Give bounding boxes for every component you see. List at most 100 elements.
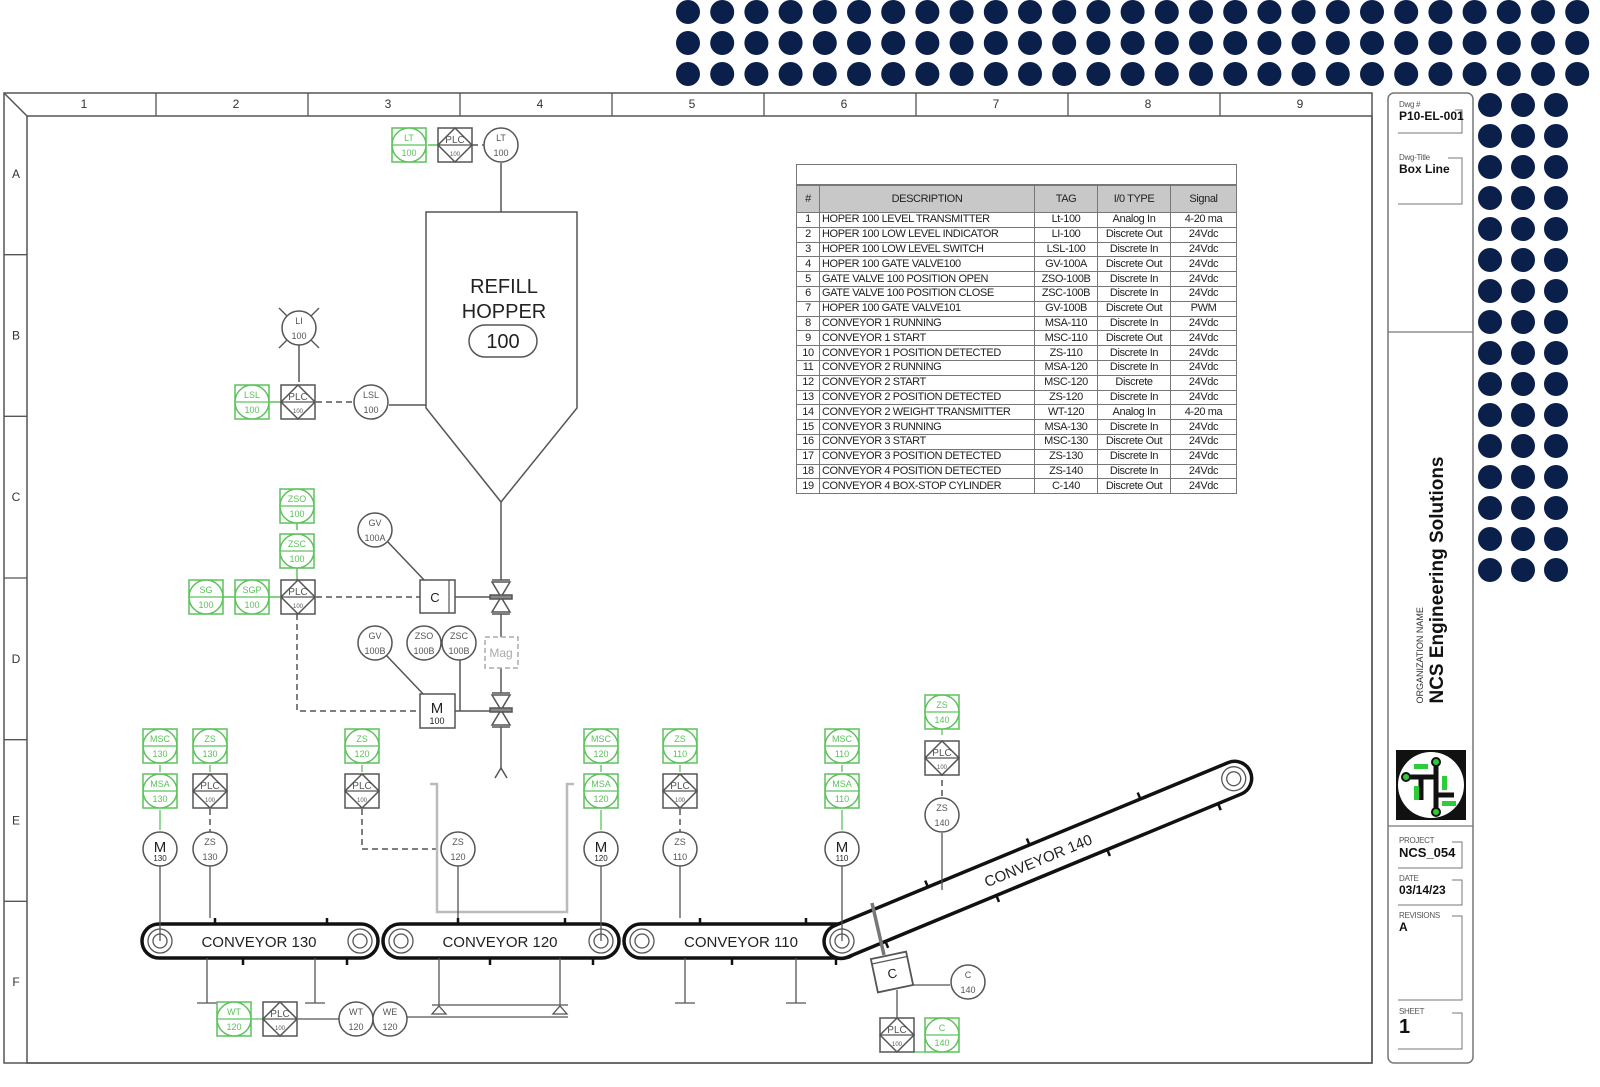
conveyor-110[interactable]: CONVEYOR 110	[622, 922, 862, 960]
row-tag: ZS-140	[1034, 463, 1098, 480]
decor-dot	[1478, 124, 1502, 148]
gate-valve-100a[interactable]	[489, 579, 513, 615]
refill-hopper[interactable]: REFILL HOPPER 100	[425, 211, 578, 504]
decor-dot	[1120, 0, 1145, 24]
instrument-num: 130	[202, 852, 217, 862]
decor-dot	[1478, 155, 1502, 179]
row-number: 4	[796, 256, 820, 273]
instrument-tag: M	[836, 839, 849, 856]
cylinder-actuator-c[interactable]: C	[419, 579, 456, 614]
decor-dot	[1478, 310, 1502, 334]
row-signal: 24Vdc	[1170, 330, 1237, 347]
grid-column-label: 1	[81, 97, 88, 111]
magnet-mag[interactable]: Mag	[484, 636, 519, 669]
decor-dot	[1511, 527, 1535, 551]
date-field: DATE 03/14/23	[1399, 874, 1446, 897]
decor-dot	[1086, 62, 1111, 86]
row-number: 15	[796, 419, 820, 435]
row-description: CONVEYOR 3 START	[819, 433, 1035, 450]
grid-column-label: 5	[689, 97, 696, 111]
conveyor-140[interactable]: CONVEYOR 140	[816, 750, 1259, 970]
row-description: CONVEYOR 3 RUNNING	[819, 419, 1035, 435]
decor-dot	[1511, 434, 1535, 458]
conveyor-130[interactable]: CONVEYOR 130	[140, 922, 380, 960]
conveyor-120[interactable]: CONVEYOR 120	[381, 922, 621, 960]
row-io-type: Analog In	[1097, 212, 1171, 228]
instrument-num: 110	[673, 749, 687, 759]
plc-num: 100	[275, 1026, 286, 1032]
decor-dot	[1478, 186, 1502, 210]
row-io-type: Discrete In	[1097, 315, 1171, 332]
row-description: HOPER 100 LOW LEVEL INDICATOR	[819, 226, 1035, 243]
decor-dot	[1544, 434, 1568, 458]
decor-dot	[881, 31, 906, 55]
instrument-tag: LSL	[244, 390, 260, 400]
row-tag: ZS-120	[1034, 389, 1098, 406]
decor-dot	[1511, 465, 1535, 489]
row-signal: 24Vdc	[1170, 345, 1237, 361]
row-number: 6	[796, 285, 820, 302]
row-io-type: Discrete Out	[1097, 330, 1171, 347]
decor-dot	[1544, 93, 1568, 117]
instrument-tag: ZSC	[450, 631, 469, 641]
gate-valve-100b[interactable]	[489, 692, 513, 728]
motor-100[interactable]: M 100	[419, 693, 456, 729]
decor-dot	[778, 31, 803, 55]
instrument-num: 120	[450, 852, 465, 862]
decor-dot	[1544, 217, 1568, 241]
decor-dot	[1394, 0, 1419, 24]
decor-dot	[983, 0, 1008, 24]
decor-dot	[1360, 62, 1384, 86]
decor-dot	[1478, 93, 1502, 117]
row-signal: 24Vdc	[1170, 389, 1237, 406]
box-stop-cylinder-140[interactable]: C	[869, 950, 915, 994]
row-number: 2	[796, 226, 820, 243]
row-io-type: Discrete Out	[1097, 433, 1171, 450]
